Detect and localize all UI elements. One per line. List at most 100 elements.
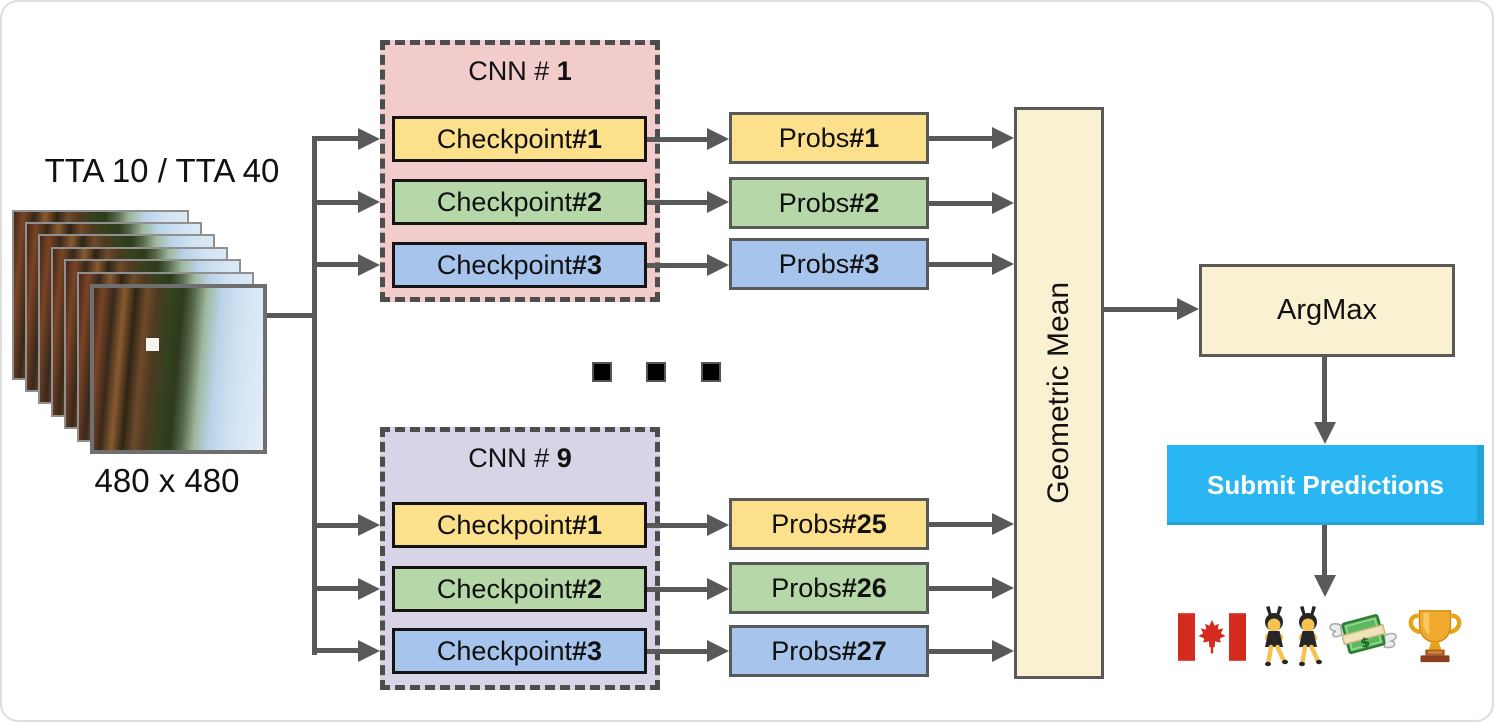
arrow-probs-to-mean [929, 649, 992, 654]
probs-number: #1 [849, 122, 880, 153]
argmax-label: ArgMax [1277, 294, 1377, 326]
probs-26-box: Probs #26 [729, 562, 929, 614]
cnn9-checkpoint-2-box: Checkpoint #2 [392, 566, 647, 612]
probs-label: Probs [771, 635, 842, 666]
cnn1-checkpoint-3-box: Checkpoint #3 [392, 242, 647, 288]
cnn9-checkpoint-3-box: Checkpoint #3 [392, 628, 647, 674]
arrowhead-icon [992, 192, 1014, 214]
checkpoint-number: #3 [572, 635, 603, 666]
trophy-icon [1404, 602, 1466, 675]
arrowhead-icon [707, 254, 729, 276]
arrow-checkpoint-to-probs [647, 200, 707, 205]
submit-predictions-label: Submit Predictions [1207, 469, 1444, 500]
probs-25-box: Probs #25 [729, 498, 929, 550]
ellipsis-dot [646, 362, 666, 382]
cnn1-title-prefix: CNN # [468, 56, 557, 86]
cnn1-title-number: 1 [556, 56, 572, 86]
arrowhead-icon [358, 191, 380, 213]
arrowhead-icon [358, 128, 380, 150]
ellipsis-dot [592, 362, 612, 382]
arrow-checkpoint-to-probs [647, 587, 707, 592]
women-with-bunny-ears-icon [1256, 602, 1328, 675]
arrowhead-icon [992, 127, 1014, 149]
arrowhead-icon [707, 514, 729, 536]
arrowhead-icon [707, 128, 729, 150]
arrowhead-icon [1314, 422, 1336, 444]
checkpoint-label: Checkpoint [436, 635, 573, 666]
arrow-to-checkpoint-5 [312, 586, 358, 591]
arrowhead-icon [707, 191, 729, 213]
arrow-checkpoint-to-probs [647, 649, 707, 654]
arrowhead-icon [992, 577, 1014, 599]
arrowhead-icon [992, 640, 1014, 662]
cnn9-title-number: 9 [556, 443, 572, 473]
arrow-checkpoint-to-probs [647, 137, 707, 142]
submit-predictions-button[interactable]: Submit Predictions [1167, 445, 1484, 525]
arrow-probs-to-mean [929, 586, 992, 591]
geometric-mean-box: Geometric Mean [1014, 107, 1104, 679]
argmax-box: ArgMax [1199, 264, 1455, 357]
probs-number: #25 [841, 508, 887, 539]
ellipsis-dot [701, 362, 721, 382]
image-size-label: 480 x 480 [94, 462, 240, 499]
probs-27-box: Probs #27 [729, 625, 929, 677]
arrowhead-icon [707, 578, 729, 600]
arrow-mean-to-argmax [1104, 307, 1177, 312]
cnn1-title: CNN # 1 [380, 56, 660, 87]
arrowhead-icon [358, 514, 380, 536]
probs-label: Probs [778, 122, 850, 153]
probs-number: #27 [841, 635, 887, 666]
probs-number: #26 [841, 572, 887, 603]
arrow-checkpoint-to-probs [647, 523, 707, 528]
checkpoint-label: Checkpoint [436, 123, 573, 154]
arrow-argmax-to-submit [1322, 357, 1327, 422]
probs-2-box: Probs #2 [729, 177, 929, 229]
arrow-probs-to-mean [929, 136, 992, 141]
arrowhead-icon [358, 254, 380, 276]
arrow-to-checkpoint-4 [312, 523, 358, 528]
probs-label: Probs [771, 572, 842, 603]
arrowhead-icon [1177, 298, 1199, 320]
arrow-probs-to-mean [929, 522, 992, 527]
arrow-checkpoint-to-probs [647, 263, 707, 268]
svg-text:$: $ [1359, 635, 1372, 652]
checkpoint-label: Checkpoint [436, 249, 573, 280]
canada-flag-icon [1178, 604, 1246, 675]
checkpoint-number: #2 [572, 573, 603, 604]
cnn9-title: CNN # 9 [380, 443, 660, 474]
trunk-line-vertical [312, 137, 317, 655]
arrowhead-icon [992, 513, 1014, 535]
arrowhead-icon [992, 253, 1014, 275]
cnn1-checkpoint-1-box: Checkpoint #1 [392, 116, 647, 162]
checkpoint-label: Checkpoint [436, 186, 573, 217]
arrow-to-checkpoint-1 [312, 136, 358, 141]
probs-1-box: Probs #1 [729, 112, 929, 164]
tta-label: TTA 10 / TTA 40 [44, 152, 280, 189]
probs-label: Probs [778, 248, 850, 279]
checkpoint-label: Checkpoint [436, 509, 573, 540]
arrow-to-checkpoint-2 [312, 200, 358, 205]
probs-number: #3 [849, 248, 880, 279]
geometric-mean-label: Geometric Mean [1042, 282, 1075, 504]
probs-number: #2 [849, 187, 880, 218]
arrow-probs-to-mean [929, 201, 992, 206]
money-with-wings-icon: $ [1328, 602, 1400, 675]
probs-label: Probs [771, 508, 842, 539]
arrowhead-icon [358, 640, 380, 662]
checkpoint-number: #2 [572, 186, 603, 217]
input-image [90, 284, 267, 454]
photo-detail [146, 338, 159, 351]
arrowhead-icon [707, 640, 729, 662]
arrowhead-icon [1314, 575, 1336, 597]
cnn9-title-prefix: CNN # [468, 443, 557, 473]
cnn9-checkpoint-1-box: Checkpoint #1 [392, 502, 647, 548]
checkpoint-number: #3 [572, 249, 603, 280]
arrow-to-checkpoint-3 [312, 262, 358, 267]
checkpoint-number: #1 [572, 509, 603, 540]
trunk-line [267, 313, 315, 318]
arrow-to-checkpoint-6 [312, 648, 358, 653]
arrow-probs-to-mean [929, 262, 992, 267]
checkpoint-number: #1 [572, 123, 603, 154]
checkpoint-label: Checkpoint [436, 573, 573, 604]
